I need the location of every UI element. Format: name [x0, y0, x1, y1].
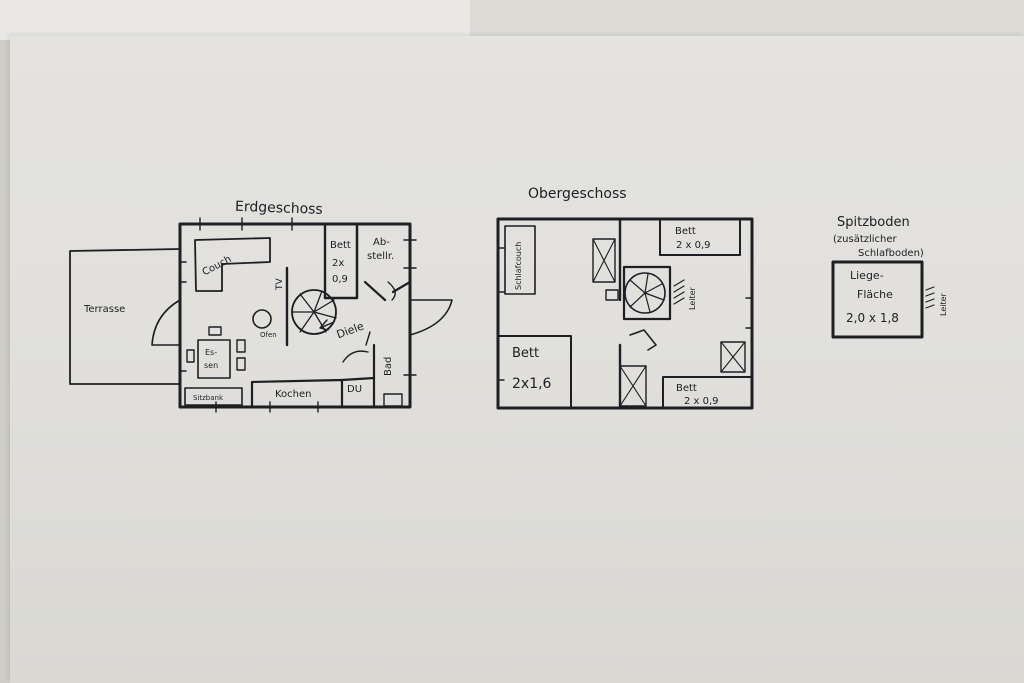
bed-left-label-line2: 2x1,6: [512, 376, 552, 392]
storage-label-line1: Ab-: [373, 237, 390, 248]
upper-floor-outer-wall: [496, 217, 754, 410]
bed-left-area: [497, 335, 572, 409]
dining-label-line2: sen: [204, 361, 218, 370]
bed-top-label-line2: 2 x 0,9: [676, 240, 711, 251]
bed-label-line3: 0,9: [332, 274, 348, 285]
couch-shape: [194, 237, 271, 292]
bed-label-line1: Bett: [330, 240, 351, 251]
stove-label: Ofen: [260, 331, 277, 339]
terrace-door: [151, 299, 181, 346]
loft-area-label-line1: Liege-: [850, 269, 884, 282]
kitchen-counter: [250, 378, 344, 409]
wardrobe-box-right: [720, 341, 746, 373]
bed-top-area: [659, 218, 741, 256]
ground-floor-plan: [69, 217, 453, 413]
paper-sheet-behind: [0, 0, 470, 40]
stair-arrow: [319, 319, 335, 331]
sofa-bed-label: Schlafcouch: [514, 242, 523, 290]
tv-label: TV: [275, 278, 285, 291]
ladder-hatching: [673, 279, 685, 305]
terrace-outline: [69, 248, 181, 385]
loft-outer-wall: [831, 260, 924, 339]
loft-ladder-hatching: [925, 286, 935, 309]
wardrobe-box-bottom: [619, 365, 647, 407]
ground-floor-title: Erdgeschoss: [235, 199, 323, 218]
bath-label: Bad: [383, 357, 394, 376]
bed-bottom-label-line2: 2 x 0,9: [684, 396, 719, 407]
bed-top-label-line1: Bett: [675, 226, 696, 237]
loft-note-line1: (zusätzlicher: [833, 234, 898, 245]
upper-ladder-label: Leiter: [688, 286, 697, 310]
couch-label: Couch: [201, 254, 234, 278]
hall-label: Diele: [335, 319, 366, 341]
loft-area-label-line2: Fläche: [857, 288, 893, 301]
dining-label-line1: Es-: [205, 348, 217, 357]
kitchen-label: Kochen: [275, 389, 312, 400]
paper-sheet-behind-right: [470, 0, 1024, 42]
bed-bottom-label-line1: Bett: [676, 383, 697, 394]
sofa-bed: [504, 225, 536, 295]
bed-bottom-area: [662, 376, 753, 409]
dining-table: [197, 339, 231, 379]
entrance-door: [409, 299, 453, 336]
bed-label-line2: 2x: [332, 258, 344, 269]
loft-plan: [831, 260, 935, 339]
bench: [184, 387, 243, 406]
upper-floor-plan: [496, 217, 754, 410]
upper-spiral-staircase: [624, 272, 666, 314]
storage-wall: [355, 222, 412, 302]
shower-label: DU: [347, 384, 362, 395]
wardrobe-box-top: [592, 238, 616, 283]
loft-area-label-line3: 2,0 x 1,8: [846, 311, 899, 325]
stair-opening: [622, 265, 672, 321]
loft-note-line2: Schlafboden): [858, 248, 924, 259]
loft-title: Spitzboden: [837, 215, 910, 230]
bed-left-label-line1: Bett: [512, 346, 539, 361]
loft-ladder-label: Leiter: [939, 292, 948, 316]
upper-floor-title: Obergeschoss: [528, 186, 627, 202]
stove-symbol: [252, 309, 272, 329]
terrace-label: Terrasse: [83, 304, 125, 315]
storage-label-line2: stellr.: [367, 251, 394, 262]
bench-label: Sitzbank: [193, 394, 224, 402]
ground-floor-outer-wall: [178, 222, 412, 409]
